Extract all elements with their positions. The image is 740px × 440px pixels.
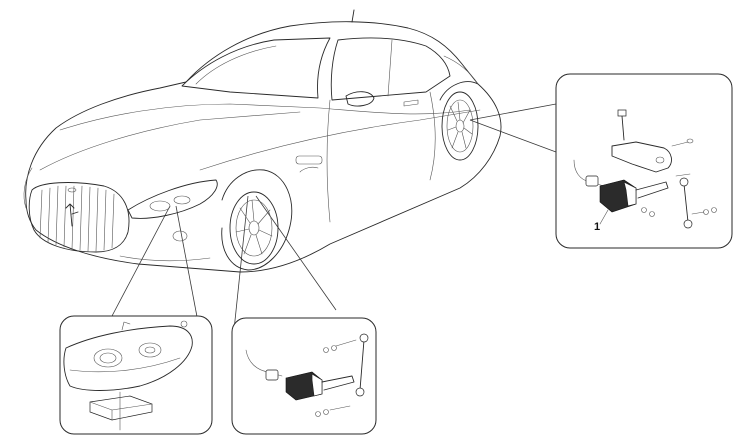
leveling-control-unit bbox=[89, 395, 153, 421]
headlight-assembly bbox=[63, 325, 193, 391]
car-body-outline bbox=[25, 21, 502, 273]
car-illustration bbox=[23, 9, 502, 273]
callout-leaders bbox=[111, 103, 557, 331]
side-windows bbox=[330, 37, 451, 101]
front-grille bbox=[28, 182, 130, 253]
grille-logo bbox=[65, 203, 79, 227]
part-number-label: 1 bbox=[594, 221, 600, 233]
detail-box-headlight-unit bbox=[59, 315, 213, 435]
mounting-bracket bbox=[611, 141, 672, 173]
front-wheel bbox=[221, 169, 293, 271]
detail-box-front-sensor bbox=[231, 317, 377, 435]
windshield bbox=[181, 37, 331, 99]
front-headlight bbox=[127, 179, 218, 219]
rear-wheel bbox=[439, 81, 479, 161]
detail-box-rear-sensor: 1 bbox=[555, 73, 733, 249]
